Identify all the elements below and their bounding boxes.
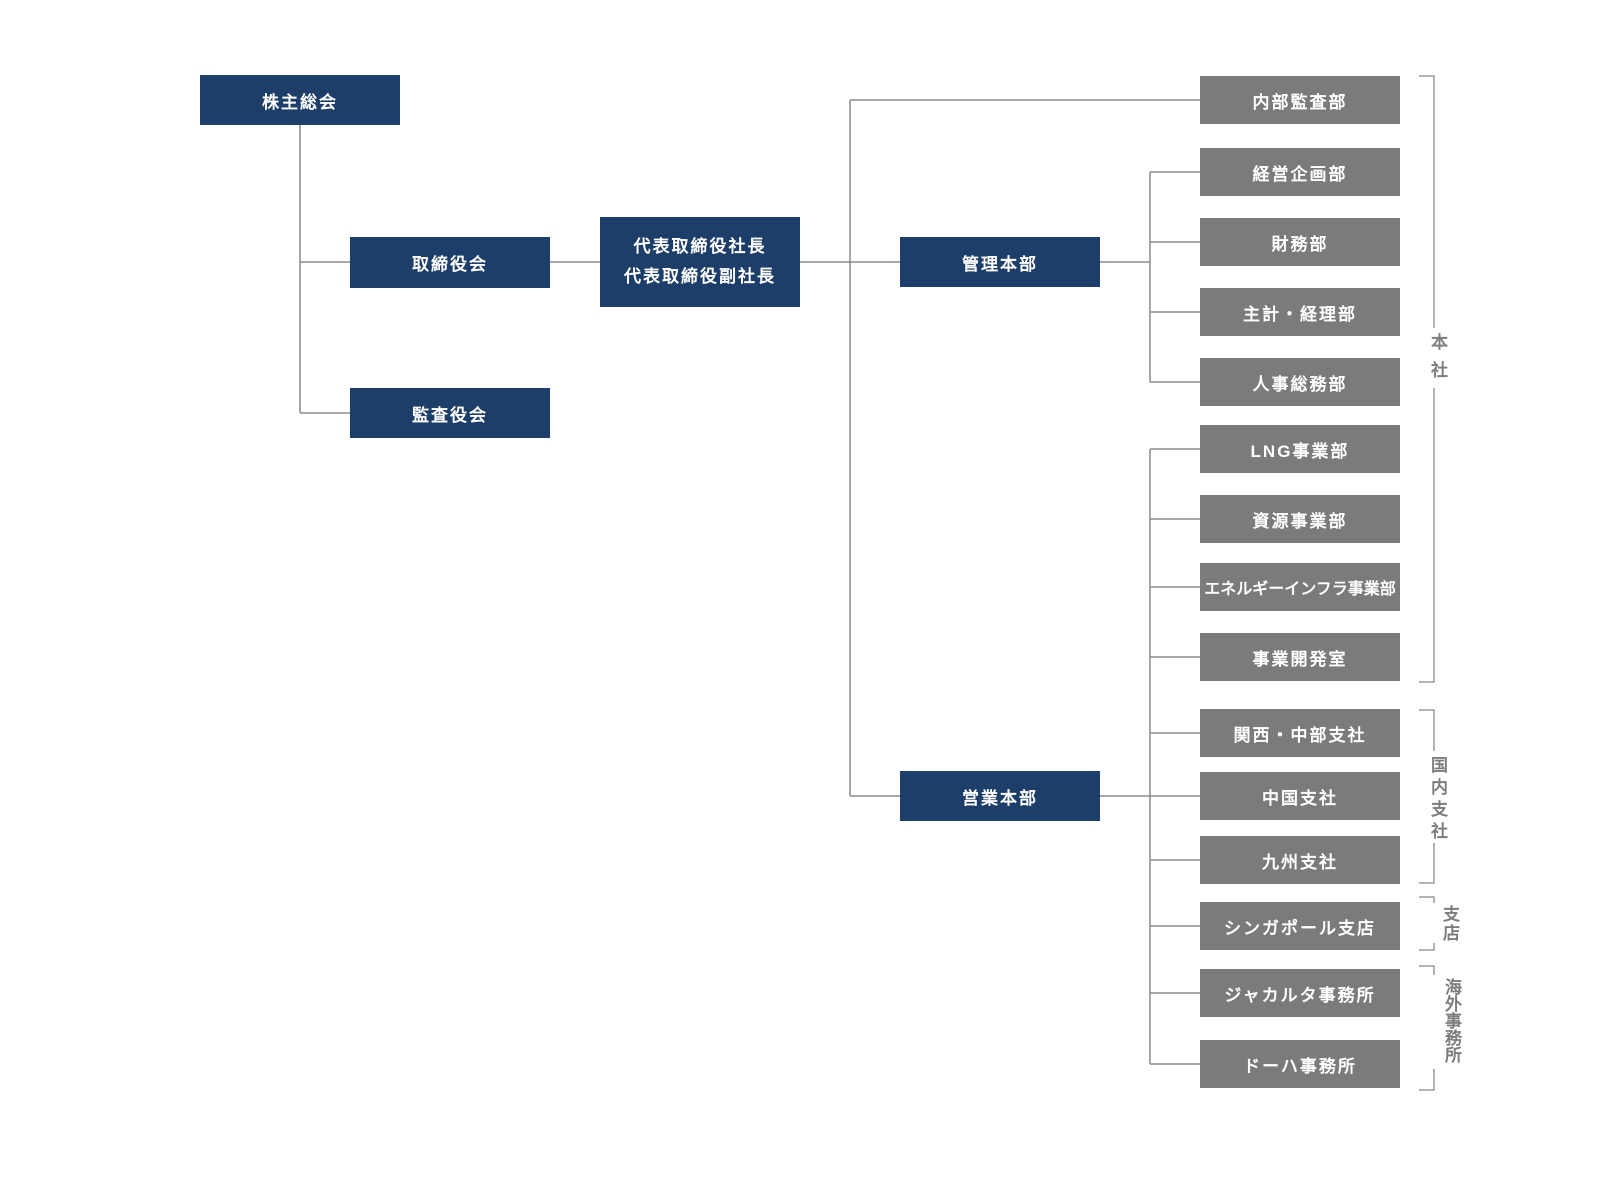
node-label: 株主総会: [262, 92, 338, 112]
node-dept-lng-business: LNG事業部: [1200, 425, 1400, 473]
node-label: 主計・経理部: [1243, 304, 1357, 324]
node-label: エネルギーインフラ事業部: [1204, 581, 1396, 598]
node-label: 営業本部: [962, 788, 1038, 808]
node-dept-hr-general-affairs: 人事総務部: [1200, 358, 1400, 406]
node-board-of-directors: 取締役会: [350, 237, 550, 288]
node-label: 九州支社: [1262, 852, 1338, 872]
node-label: 取締役会: [412, 255, 488, 274]
connector-shareholders-tree: [299, 125, 350, 414]
node-shareholders-meeting: 株主総会: [200, 75, 400, 125]
node-office-doha: ドーハ事務所: [1200, 1040, 1400, 1088]
group-label-head-office: 本社: [1428, 333, 1447, 389]
node-dept-corporate-planning: 経営企画部: [1200, 148, 1400, 196]
node-office-jakarta: ジャカルタ事務所: [1200, 969, 1400, 1017]
node-audit-and-supervisory-board: 監査役会: [350, 388, 550, 438]
group-label-domestic-branches: 国内支社: [1428, 756, 1447, 844]
bracket-overseas-offices: [1419, 965, 1435, 1091]
node-label: ドーハ事務所: [1243, 1056, 1357, 1076]
node-branch-kansai-chubu: 関西・中部支社: [1200, 709, 1400, 757]
node-label: ジャカルタ事務所: [1224, 985, 1376, 1005]
node-label: 財務部: [1271, 234, 1329, 254]
node-label: 人事総務部: [1252, 374, 1348, 394]
node-sales-headquarters: 営業本部: [900, 771, 1100, 821]
node-label: 中国支社: [1262, 788, 1338, 808]
node-president: 代表取締役社長 代表取締役副社長: [600, 217, 800, 307]
node-admin-headquarters: 管理本部: [900, 237, 1100, 287]
node-label: 関西・中部支社: [1233, 725, 1367, 745]
node-label-line2: 代表取締役副社長: [624, 267, 776, 286]
node-label: 資源事業部: [1252, 511, 1348, 531]
node-dept-finance: 財務部: [1200, 218, 1400, 266]
node-label: 管理本部: [962, 254, 1038, 274]
connector-admin-hq-subtree: [1100, 171, 1200, 383]
node-dept-energy-infra-business: エネルギーインフラ事業部: [1200, 563, 1400, 611]
group-label-overseas-offices: 海外事務所: [1442, 978, 1461, 1063]
connector-president-main-trunk: [800, 99, 1200, 797]
node-label: 内部監査部: [1252, 92, 1348, 112]
node-branch-singapore: シンガポール支店: [1200, 902, 1400, 950]
node-label: LNG事業部: [1250, 441, 1350, 461]
node-dept-accounting: 主計・経理部: [1200, 288, 1400, 336]
node-label-line1: 代表取締役社長: [633, 237, 767, 256]
node-branch-kyushu: 九州支社: [1200, 836, 1400, 884]
node-dept-business-development: 事業開発室: [1200, 633, 1400, 681]
node-label: シンガポール支店: [1224, 918, 1376, 938]
node-label: 事業開発室: [1252, 649, 1348, 669]
node-branch-chugoku: 中国支社: [1200, 772, 1400, 820]
node-dept-resources-business: 資源事業部: [1200, 495, 1400, 543]
node-label: 監査役会: [412, 405, 488, 425]
node-dept-internal-audit: 内部監査部: [1200, 76, 1400, 124]
node-label: 経営企画部: [1252, 164, 1348, 184]
bracket-branch: [1419, 896, 1435, 951]
connector-sales-hq-subtree: [1100, 448, 1200, 1065]
group-label-branch: 支店: [1440, 905, 1459, 943]
